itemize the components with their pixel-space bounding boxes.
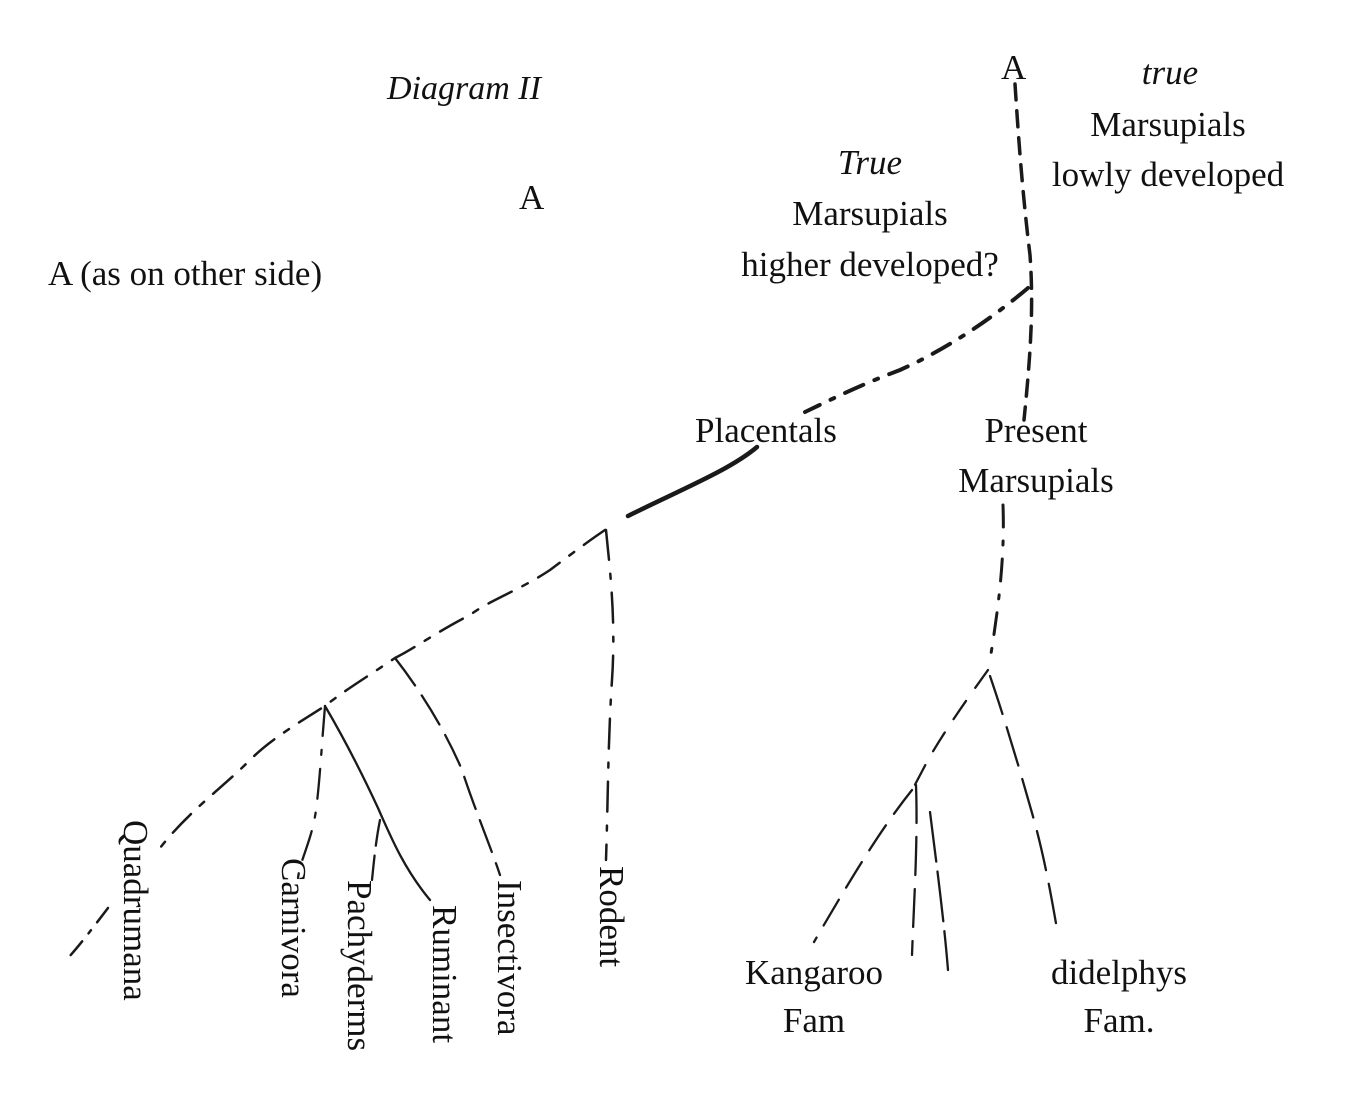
didelphys-branch: [988, 674, 1060, 937]
carnivora-branch: [296, 704, 327, 880]
placental-stem-thick: [625, 444, 760, 519]
kangaroo-sub-1: [910, 783, 918, 957]
leaf-rodent: Rodent: [592, 866, 631, 968]
leaf-pachyderms: Pachyderms: [340, 880, 379, 1052]
leaf-kangaroo-line1: Kangaroo: [744, 953, 883, 992]
placental-stem: [803, 286, 1030, 414]
higher-line1: Marsupials: [792, 194, 948, 233]
placental-main: [158, 528, 607, 850]
insectivora-branch: [393, 656, 502, 877]
leaf-kangaroo-line2: Fam: [782, 1001, 846, 1040]
higher-qualifier: True: [837, 143, 903, 182]
label-placentals: Placentals: [695, 411, 837, 450]
marsupial-trunk-upper: [1013, 82, 1034, 422]
leaf-ruminant: Ruminant: [425, 905, 464, 1044]
label-present: Present: [984, 411, 1088, 450]
label-a-other-side: A (as on other side): [48, 254, 323, 293]
leaf-carnivora: Carnivora: [274, 858, 313, 998]
kangaroo-stem: [910, 668, 990, 792]
leaf-insectivora: Insectivora: [490, 880, 529, 1036]
pachyderms-branch: [370, 818, 382, 882]
label-a-center: A: [519, 178, 545, 217]
higher-line2: higher developed?: [741, 245, 999, 284]
leaf-didelphys-line1: didelphys: [1050, 953, 1188, 992]
label-present-marsupials: Marsupials: [958, 461, 1114, 500]
rodent-branch: [604, 528, 615, 862]
lowly-line2: lowly developed: [1051, 155, 1285, 194]
lowly-line1: Marsupials: [1090, 105, 1246, 144]
quadrumana-branch-end: [66, 906, 110, 960]
leaf-didelphys-line2: Fam.: [1083, 1001, 1155, 1040]
marsupial-trunk-lower: [988, 503, 1005, 662]
lowly-qualifier: true: [1141, 53, 1199, 92]
kangaroo-branch: [812, 788, 914, 944]
leaf-quadrumana: Quadrumana: [116, 820, 155, 1001]
kangaroo-sub-2: [928, 810, 950, 972]
diagram-title: Diagram II: [387, 70, 541, 107]
ruminant-branch: [323, 704, 432, 902]
label-a-right: A: [1001, 48, 1027, 87]
